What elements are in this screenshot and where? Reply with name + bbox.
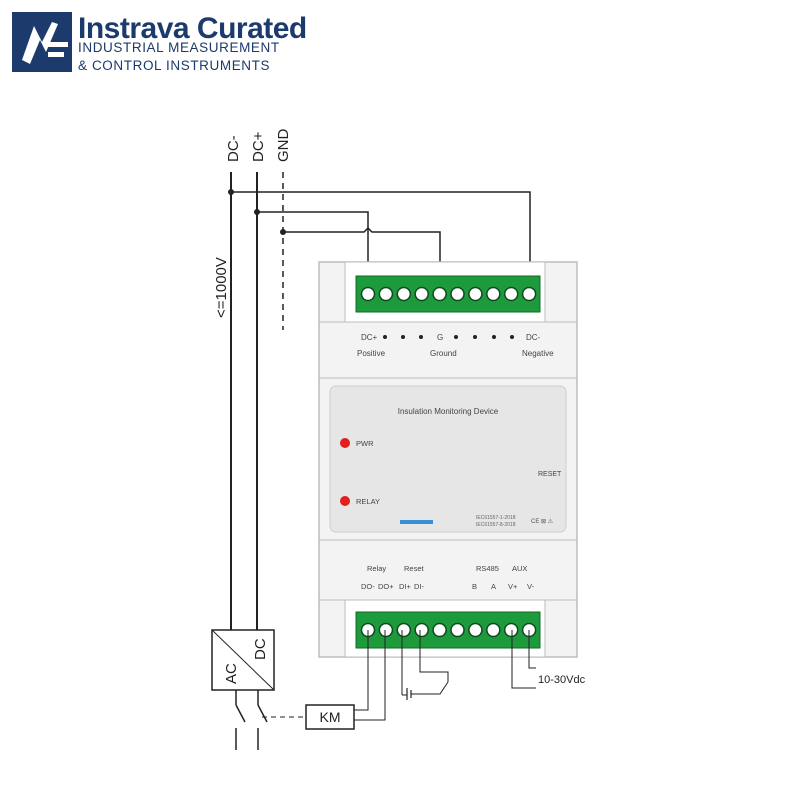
bottom-terminal-screw-icon	[450, 622, 465, 638]
wire-gnd	[283, 226, 441, 290]
terminal-dot-icon	[383, 335, 387, 339]
bottom-group-relay: Relay	[367, 564, 386, 573]
terminal-dot-icon	[492, 335, 496, 339]
cert-marks: CE ⊠ ⚠	[531, 518, 554, 525]
top-label-g: G	[437, 333, 443, 342]
wire-do-plus	[354, 630, 386, 721]
converter-ac-label: AC	[223, 663, 240, 684]
bottom-label-di-plus: DI+	[399, 582, 412, 591]
pwr-led-icon	[340, 438, 350, 448]
wire-dc-minus	[231, 191, 531, 290]
bottom-terminal-screw-icon	[432, 622, 447, 638]
wire-di-minus	[419, 630, 449, 682]
bottom-terminal-screw-icon	[503, 622, 519, 638]
bus-label-dc-minus: DC-	[225, 135, 242, 162]
bottom-label-v-minus: V-	[527, 582, 535, 591]
bottom-terminal-block	[355, 611, 541, 649]
top-terminal-screw-icon	[486, 286, 501, 302]
bottom-label-a: A	[491, 582, 496, 591]
standard-1: IEC61557-1-2018	[476, 515, 516, 521]
bottom-terminal-screw-icon	[378, 622, 394, 638]
relay-label: RELAY	[356, 497, 380, 506]
top-terminal-block	[355, 275, 541, 313]
bottom-terminal-screw-icon	[396, 622, 412, 638]
wire-v-minus	[528, 630, 536, 669]
bottom-terminal-screw-icon	[468, 622, 483, 638]
pwr-label: PWR	[356, 439, 374, 448]
bottom-terminal-screw-icon	[414, 622, 429, 638]
terminal-dot-icon	[454, 335, 458, 339]
top-terminal-screw-icon	[360, 286, 376, 302]
terminal-dot-icon	[401, 335, 405, 339]
brand-logo: Instrava Curated INDUSTRIAL MEASUREMENT …	[12, 12, 312, 76]
top-label-ground: Ground	[430, 349, 457, 358]
top-terminal-screw-icon	[432, 286, 447, 302]
km-contactor	[305, 704, 355, 730]
relay-led-icon	[340, 496, 350, 506]
standard-2: IEC61557-8-2018	[476, 522, 516, 528]
top-terminal-screw-icon	[450, 286, 465, 302]
wire-do-minus	[354, 630, 369, 711]
display-bar	[400, 520, 433, 524]
voltage-label: <=1000V	[213, 257, 230, 318]
top-terminal-screw-icon	[378, 286, 394, 302]
bottom-label-do-plus: DO+	[378, 582, 394, 591]
km-label: KM	[320, 709, 341, 725]
top-terminal-screw-icon	[414, 286, 429, 302]
top-label-negative: Negative	[522, 349, 554, 358]
bottom-label-di-minus: DI-	[414, 582, 425, 591]
terminal-dot-icon	[419, 335, 423, 339]
top-label-positive: Positive	[357, 349, 386, 358]
bottom-group-rs485: RS485	[476, 564, 499, 573]
device-housing	[318, 261, 578, 658]
device-title: Insulation Monitoring Device	[398, 407, 499, 416]
bottom-terminal-screw-icon	[486, 622, 501, 638]
supply-label: 10-30Vdc	[538, 674, 586, 686]
top-terminal-dots	[383, 335, 514, 339]
bottom-label-v-plus: V+	[508, 582, 518, 591]
top-terminal-screw-icon	[468, 286, 483, 302]
top-terminal-screw-icon	[503, 286, 519, 302]
terminal-dot-icon	[510, 335, 514, 339]
top-terminal-screw-icon	[521, 286, 537, 302]
bottom-group-reset: Reset	[404, 564, 425, 573]
converter-dc-label: DC	[252, 638, 269, 660]
brand-tagline-1: INDUSTRIAL MEASUREMENT	[78, 40, 280, 55]
bottom-label-b: B	[472, 582, 477, 591]
top-label-dc-minus: DC-	[526, 333, 541, 342]
brand-name: Instrava Curated	[78, 12, 307, 45]
bus-label-gnd: GND	[275, 129, 292, 163]
reset-label: RESET	[538, 471, 562, 478]
brand-mark-icon	[12, 12, 72, 72]
top-terminal-screw-icon	[396, 286, 412, 302]
terminal-dot-icon	[473, 335, 477, 339]
bus-label-dc-plus: DC+	[250, 131, 267, 162]
top-label-dc-plus: DC+	[361, 333, 378, 342]
bottom-label-do-minus: DO-	[361, 582, 375, 591]
brand-tagline-2: & CONTROL INSTRUMENTS	[78, 58, 271, 73]
wire-v-plus	[511, 630, 536, 689]
ac-dc-converter	[211, 629, 275, 691]
bottom-group-aux: AUX	[512, 564, 527, 573]
